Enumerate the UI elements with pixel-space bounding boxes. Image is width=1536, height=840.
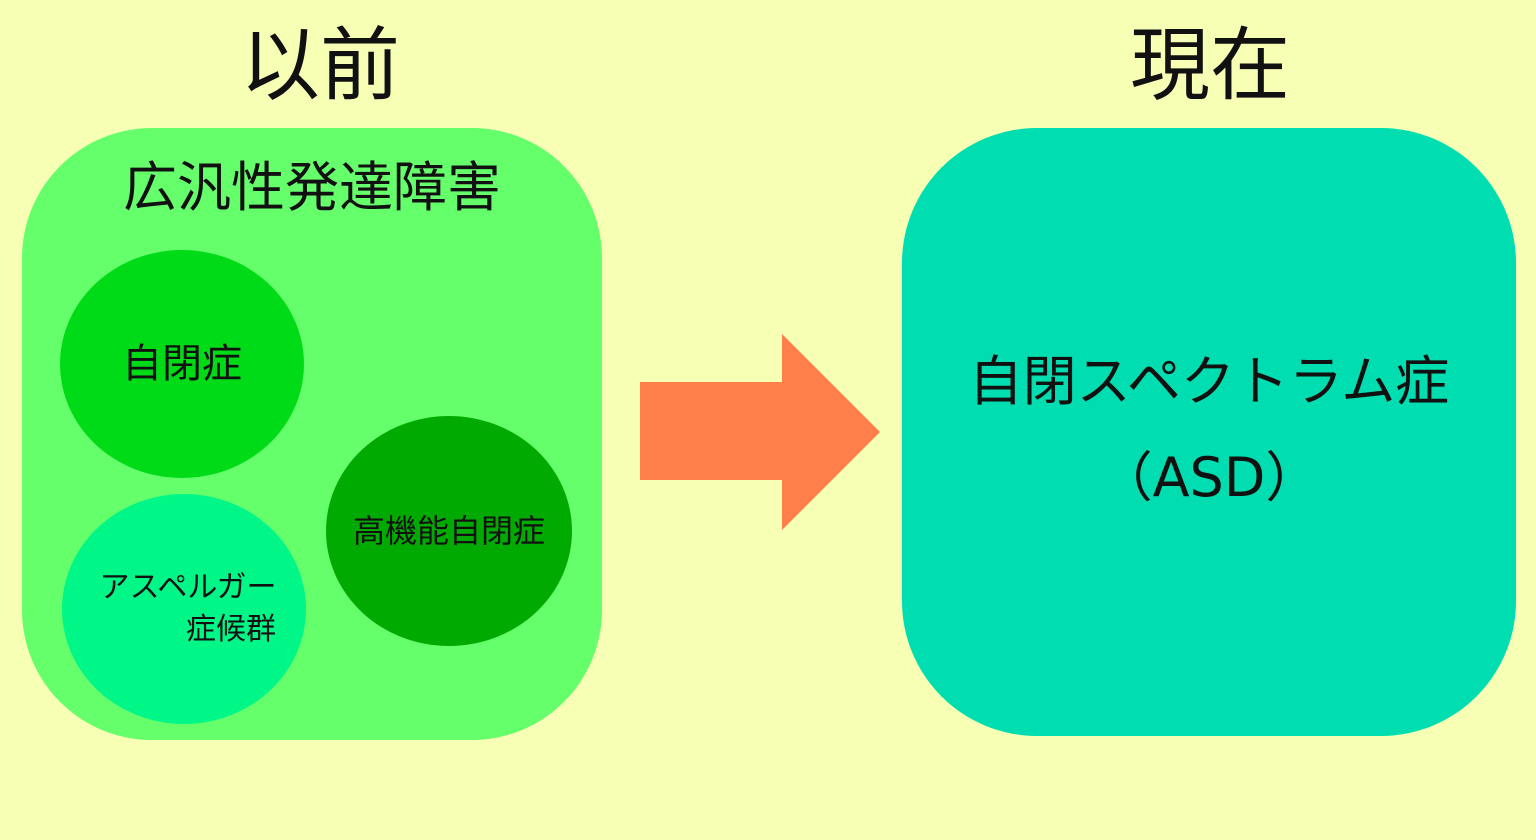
arrow-right-icon: [640, 334, 880, 530]
arrow-shape: [640, 334, 880, 530]
asperger-label-line2: 症候群: [186, 612, 276, 647]
asperger-circle: アスペルガー 症候群: [62, 494, 306, 724]
after-panel: 自閉スペクトラム症 （ASD）: [902, 128, 1516, 736]
high-functioning-autism-circle: 高機能自閉症: [326, 416, 572, 646]
heading-before: 以前: [240, 19, 400, 112]
high-functioning-autism-label: 高機能自閉症: [352, 512, 545, 550]
before-panel-title: 広汎性発達障害: [123, 156, 501, 219]
asperger-label-line1: アスペルガー: [99, 570, 277, 605]
autism-circle: 自閉症: [60, 250, 304, 478]
after-panel-line2: （ASD）: [1098, 446, 1320, 509]
autism-label: 自閉症: [122, 341, 242, 387]
before-panel: 広汎性発達障害 自閉症 高機能自閉症 アスペルガー 症候群: [22, 128, 602, 740]
heading-after: 現在: [1130, 19, 1290, 112]
after-panel-line1: 自閉スペクトラム症: [968, 350, 1450, 413]
